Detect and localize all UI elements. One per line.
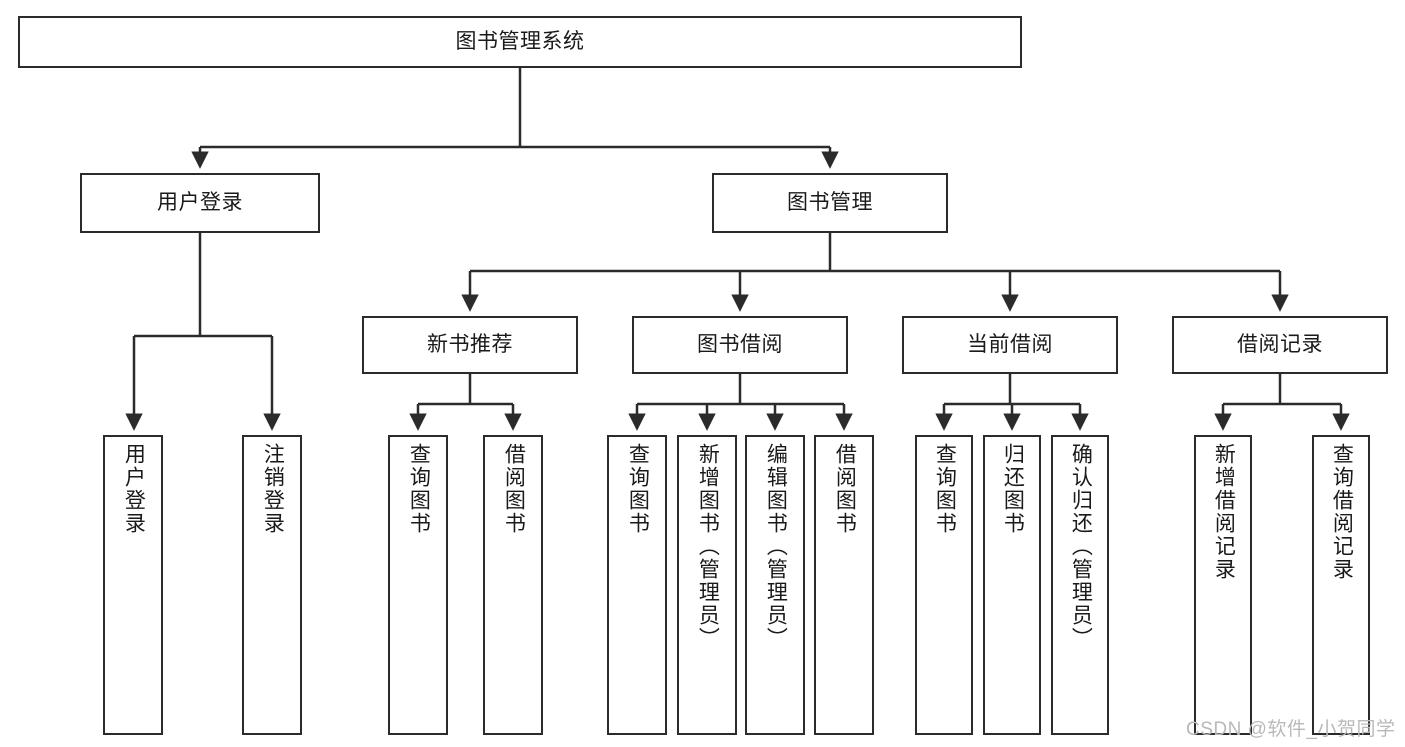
node-leaf-add-book-admin-label: 新增图书（管理员） — [696, 443, 720, 650]
node-leaf-query-book-current[interactable]: 查询图书 — [915, 435, 973, 735]
node-leaf-borrow-book[interactable]: 借阅图书 — [814, 435, 874, 735]
node-root-label: 图书管理系统 — [455, 29, 585, 53]
node-book-borrow-label: 图书借阅 — [697, 332, 783, 356]
node-leaf-edit-book-admin[interactable]: 编辑图书（管理员） — [745, 435, 805, 735]
node-leaf-query-borrow-record-label: 查询借阅记录 — [1330, 443, 1354, 581]
node-leaf-query-book-recommend-label: 查询图书 — [407, 443, 431, 535]
node-leaf-edit-book-admin-label: 编辑图书（管理员） — [764, 443, 788, 650]
node-leaf-query-book-borrow[interactable]: 查询图书 — [607, 435, 667, 735]
node-borrow-record-label: 借阅记录 — [1237, 332, 1323, 356]
node-leaf-add-borrow-record[interactable]: 新增借阅记录 — [1194, 435, 1252, 735]
node-book-manage[interactable]: 图书管理 — [712, 173, 948, 233]
node-leaf-user-login[interactable]: 用户登录 — [103, 435, 163, 735]
node-leaf-return-book[interactable]: 归还图书 — [983, 435, 1041, 735]
node-root[interactable]: 图书管理系统 — [18, 16, 1022, 68]
node-leaf-logout-label: 注销登录 — [261, 443, 285, 535]
node-leaf-confirm-return-admin[interactable]: 确认归还（管理员） — [1051, 435, 1109, 735]
node-user-login[interactable]: 用户登录 — [80, 173, 320, 233]
node-leaf-query-book-borrow-label: 查询图书 — [626, 443, 650, 535]
node-leaf-query-book-recommend[interactable]: 查询图书 — [388, 435, 448, 735]
node-leaf-borrow-book-recommend-label: 借阅图书 — [502, 443, 526, 535]
node-leaf-query-book-current-label: 查询图书 — [933, 443, 957, 535]
node-leaf-add-borrow-record-label: 新增借阅记录 — [1212, 443, 1236, 581]
node-book-manage-label: 图书管理 — [787, 190, 873, 214]
node-current-borrow-label: 当前借阅 — [967, 332, 1053, 356]
node-leaf-logout[interactable]: 注销登录 — [242, 435, 302, 735]
node-new-book-recommend[interactable]: 新书推荐 — [362, 316, 578, 374]
node-user-login-label: 用户登录 — [157, 190, 243, 214]
csdn-watermark: CSDN @软件_小贺同学 — [1186, 719, 1396, 740]
node-leaf-confirm-return-admin-label: 确认归还（管理员） — [1069, 443, 1093, 650]
node-leaf-add-book-admin[interactable]: 新增图书（管理员） — [677, 435, 737, 735]
node-new-book-recommend-label: 新书推荐 — [427, 332, 513, 356]
node-leaf-borrow-book-recommend[interactable]: 借阅图书 — [483, 435, 543, 735]
node-borrow-record[interactable]: 借阅记录 — [1172, 316, 1388, 374]
node-leaf-return-book-label: 归还图书 — [1001, 443, 1025, 535]
node-leaf-user-login-label: 用户登录 — [122, 443, 146, 535]
node-book-borrow[interactable]: 图书借阅 — [632, 316, 848, 374]
node-current-borrow[interactable]: 当前借阅 — [902, 316, 1118, 374]
node-leaf-borrow-book-label: 借阅图书 — [833, 443, 857, 535]
node-leaf-query-borrow-record[interactable]: 查询借阅记录 — [1312, 435, 1370, 735]
